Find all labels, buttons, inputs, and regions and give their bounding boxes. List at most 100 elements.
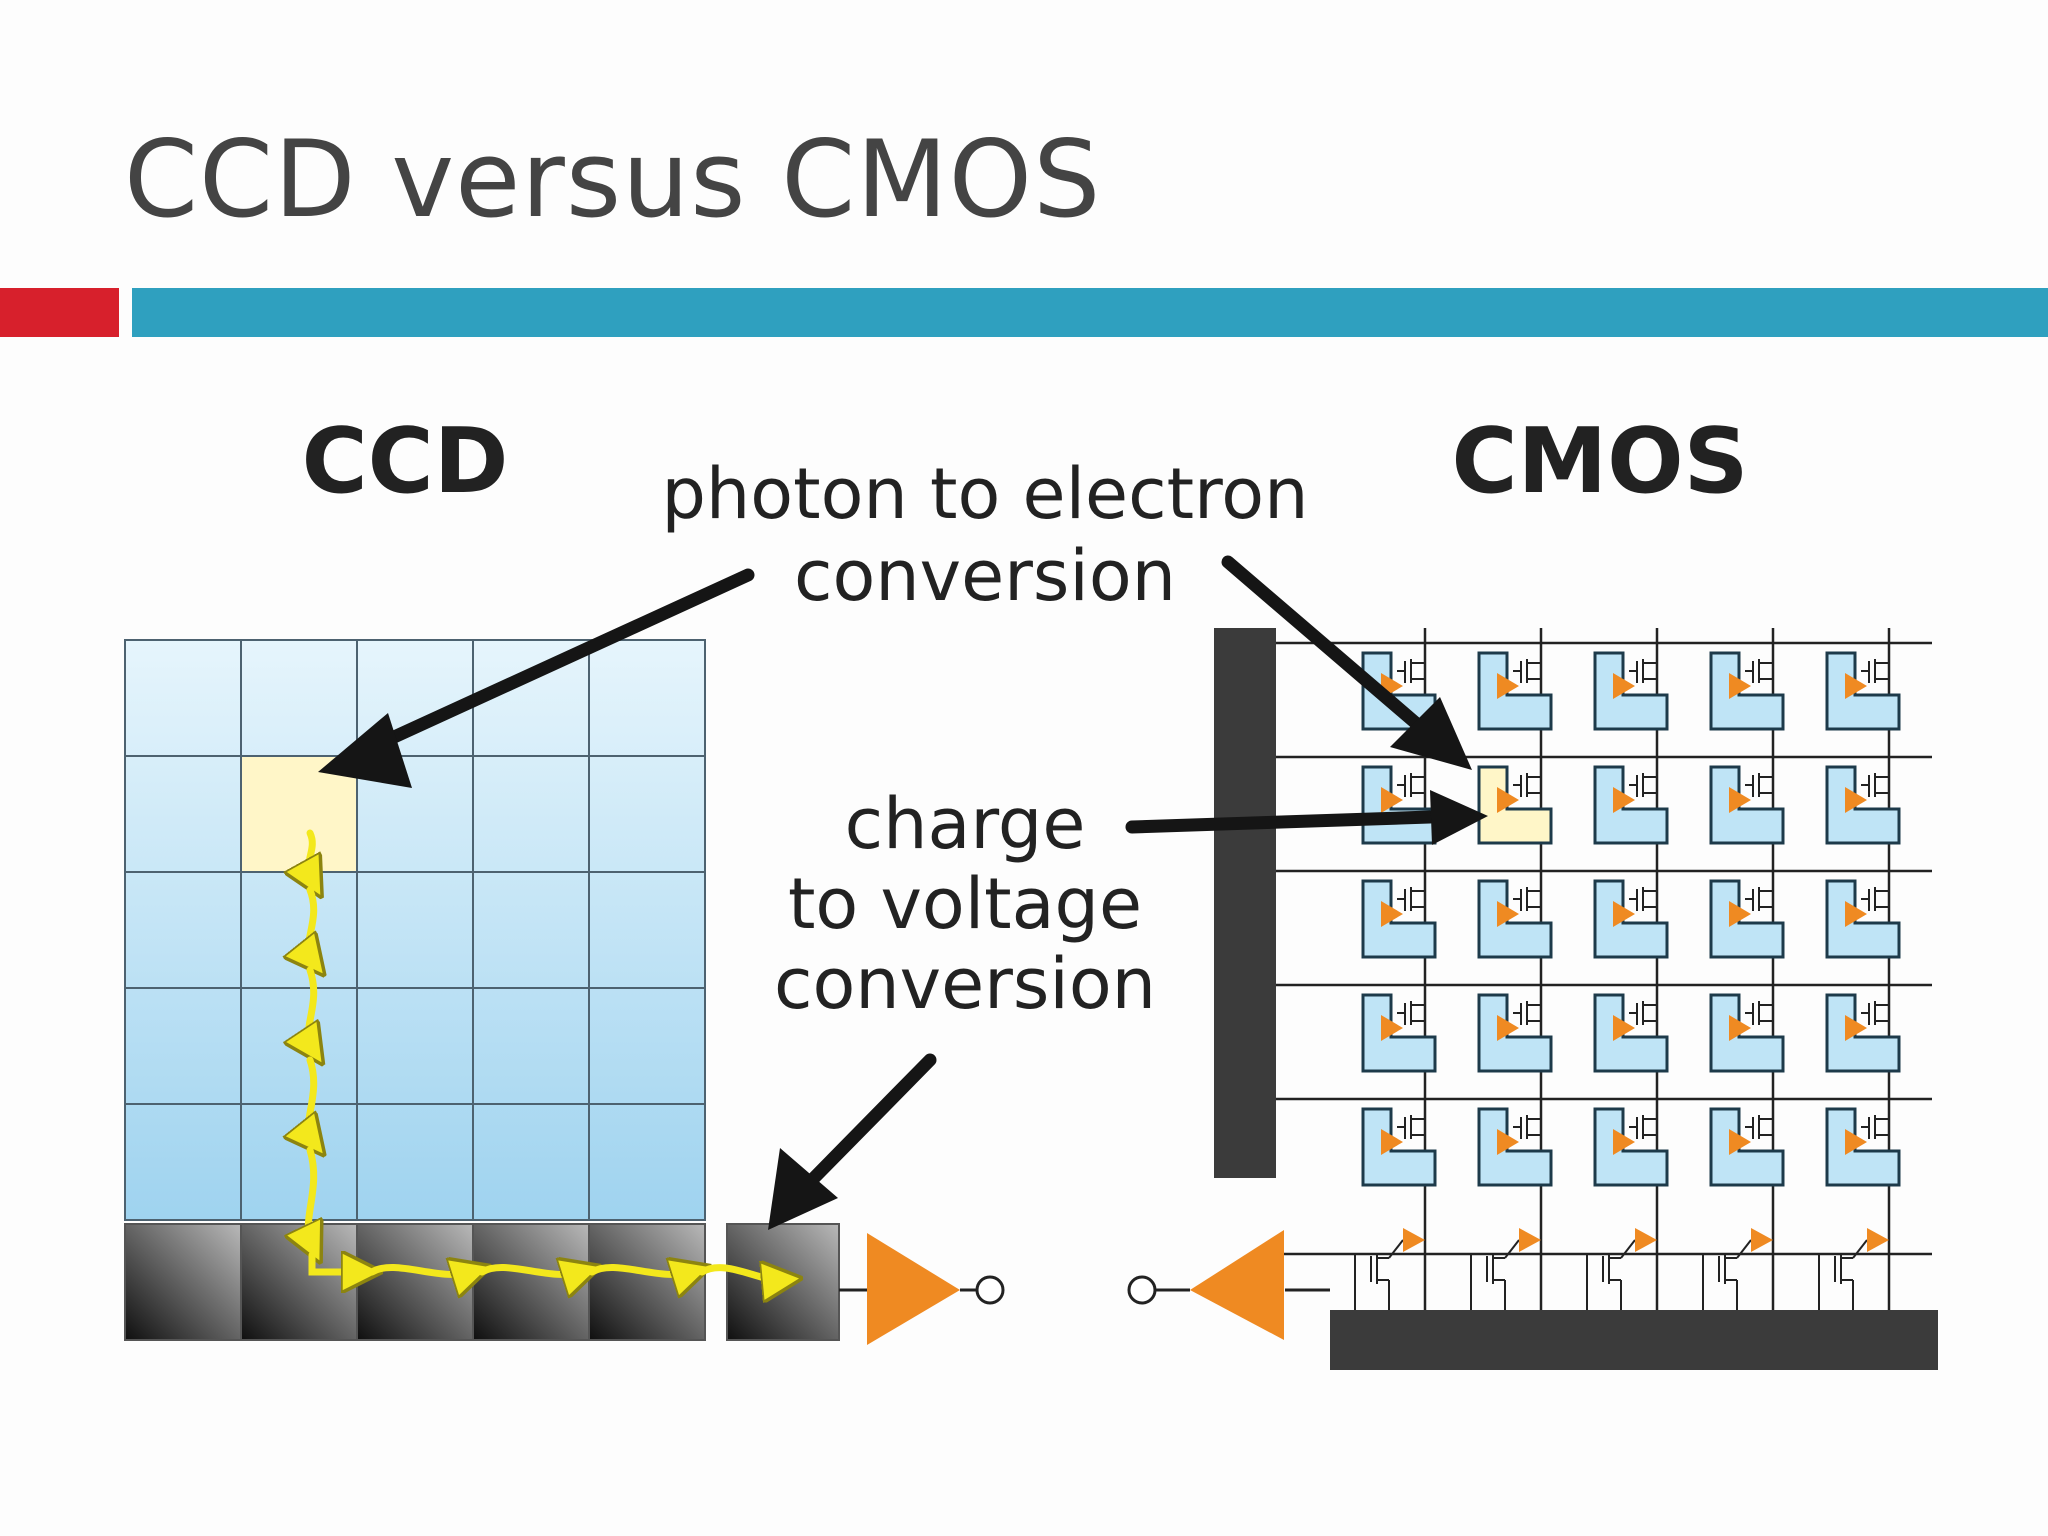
pixel-transistor-icon xyxy=(1397,757,1426,797)
charge-label-line1: charge xyxy=(845,783,1086,865)
pixel-amplifier-icon xyxy=(1613,1015,1635,1041)
pixel-amplifier-icon xyxy=(1613,901,1635,927)
pixel-transistor-icon xyxy=(1629,757,1658,797)
pixel-amplifier-icon xyxy=(1613,673,1635,699)
photon-label-line1: photon to electron xyxy=(662,453,1309,535)
pixel-amplifier-icon xyxy=(1729,1129,1751,1155)
column-amplifier-icon xyxy=(1635,1228,1657,1252)
pixel-amplifier-icon xyxy=(1729,1015,1751,1041)
slide-title: CCD versus CMOS xyxy=(124,118,1102,241)
title-accent-bar-red xyxy=(0,288,119,337)
cmos-pixel-cell xyxy=(1825,643,1901,731)
pixel-amplifier-icon xyxy=(1381,901,1403,927)
pixel-amplifier-icon xyxy=(1845,1129,1867,1155)
pixel-amplifier-icon xyxy=(1845,1015,1867,1041)
cmos-pixel-cell xyxy=(1593,1099,1669,1187)
cmos-column-bus xyxy=(1330,1310,1938,1370)
cmos-pixel-cell xyxy=(1825,1099,1901,1187)
pixel-transistor-icon xyxy=(1745,757,1774,797)
cmos-pixel-cell xyxy=(1361,985,1437,1073)
cmos-column-amplifier xyxy=(1354,1228,1425,1310)
cmos-row-select-bus xyxy=(1214,628,1276,1178)
pixel-transistor-icon xyxy=(1513,643,1542,683)
pixel-transistor-icon xyxy=(1629,871,1658,911)
pixel-amplifier-icon xyxy=(1613,787,1635,813)
cmos-pixel-cell xyxy=(1361,1099,1437,1187)
title-accent-bar-blue xyxy=(132,288,2048,337)
column-amplifier-icon xyxy=(1751,1228,1773,1252)
charge-arrow-cmos-icon xyxy=(1125,790,1488,845)
ccd-output-terminal-icon xyxy=(975,1275,1005,1305)
pixel-transistor-icon xyxy=(1745,871,1774,911)
pixel-transistor-icon xyxy=(1513,1099,1542,1139)
pixel-amplifier-icon xyxy=(1381,787,1403,813)
photon-arrow-ccd-icon xyxy=(318,568,755,788)
cmos-pixel-cell xyxy=(1477,757,1553,845)
ccd-amplifier-icon xyxy=(867,1233,960,1345)
pixel-amplifier-icon xyxy=(1497,1015,1519,1041)
pixel-transistor-icon xyxy=(1397,1099,1426,1139)
cmos-label: CMOS xyxy=(1452,409,1749,514)
pixel-transistor-icon xyxy=(1861,1099,1890,1139)
pixel-transistor-icon xyxy=(1745,985,1774,1025)
pixel-transistor-icon xyxy=(1629,985,1658,1025)
pixel-amplifier-icon xyxy=(1497,1129,1519,1155)
pixel-transistor-icon xyxy=(1629,643,1658,683)
pixel-transistor-icon xyxy=(1513,757,1542,797)
cmos-pixel-cell xyxy=(1593,643,1669,731)
pixel-transistor-icon xyxy=(1397,985,1426,1025)
pixel-amplifier-icon xyxy=(1497,787,1519,813)
pixel-transistor-icon xyxy=(1513,871,1542,911)
cmos-pixel-cell xyxy=(1593,757,1669,845)
cmos-column-amplifier xyxy=(1470,1228,1541,1310)
pixel-transistor-icon xyxy=(1629,1099,1658,1139)
pixel-amplifier-icon xyxy=(1381,1129,1403,1155)
pixel-transistor-icon xyxy=(1745,643,1774,683)
cmos-pixel-cell xyxy=(1477,985,1553,1073)
ccd-label: CCD xyxy=(302,409,509,514)
cmos-pixel-cell xyxy=(1593,871,1669,959)
pixel-amplifier-icon xyxy=(1845,673,1867,699)
cmos-pixel-cell xyxy=(1477,643,1553,731)
charge-label-line2: to voltage xyxy=(788,863,1142,945)
cmos-pixel-cell xyxy=(1825,985,1901,1073)
cmos-pixel-cell xyxy=(1709,1099,1785,1187)
cmos-pixel-cell xyxy=(1477,1099,1553,1187)
pixel-transistor-icon xyxy=(1513,985,1542,1025)
pixel-transistor-icon xyxy=(1861,985,1890,1025)
column-amplifier-icon xyxy=(1867,1228,1889,1252)
pixel-transistor-icon xyxy=(1861,643,1890,683)
photon-label-line2: conversion xyxy=(794,535,1176,617)
pixel-amplifier-icon xyxy=(1729,901,1751,927)
ccd-readout-register xyxy=(124,1223,706,1341)
pixel-amplifier-icon xyxy=(1845,901,1867,927)
pixel-amplifier-icon xyxy=(1497,901,1519,927)
cmos-pixel-cell xyxy=(1825,871,1901,959)
cmos-pixel-cell xyxy=(1593,985,1669,1073)
column-amplifier-icon xyxy=(1403,1228,1425,1252)
pixel-amplifier-icon xyxy=(1845,787,1867,813)
pixel-transistor-icon xyxy=(1861,757,1890,797)
photon-arrow-cmos-icon xyxy=(1221,555,1472,770)
cmos-output-terminal-icon xyxy=(1127,1275,1157,1305)
pixel-transistor-icon xyxy=(1397,643,1426,683)
ccd-charge-path xyxy=(308,829,782,1280)
charge-arrow-ccd-icon xyxy=(768,1053,937,1230)
cmos-pixel-grid xyxy=(1276,628,1932,1310)
pixel-amplifier-icon xyxy=(1613,1129,1635,1155)
cmos-column-amplifier xyxy=(1702,1228,1773,1310)
cmos-pixel-cell xyxy=(1477,871,1553,959)
cmos-pixel-cell xyxy=(1709,985,1785,1073)
cmos-pixel-cell xyxy=(1709,871,1785,959)
cmos-amplifier-icon xyxy=(1190,1230,1284,1340)
pixel-transistor-icon xyxy=(1397,871,1426,911)
pixel-transistor-icon xyxy=(1861,871,1890,911)
cmos-pixel-cell xyxy=(1361,871,1437,959)
charge-label-line3: conversion xyxy=(774,943,1156,1025)
pixel-amplifier-icon xyxy=(1381,1015,1403,1041)
cmos-column-amplifier xyxy=(1818,1228,1889,1310)
cmos-pixel-cell xyxy=(1709,643,1785,731)
pixel-amplifier-icon xyxy=(1729,787,1751,813)
pixel-transistor-icon xyxy=(1745,1099,1774,1139)
